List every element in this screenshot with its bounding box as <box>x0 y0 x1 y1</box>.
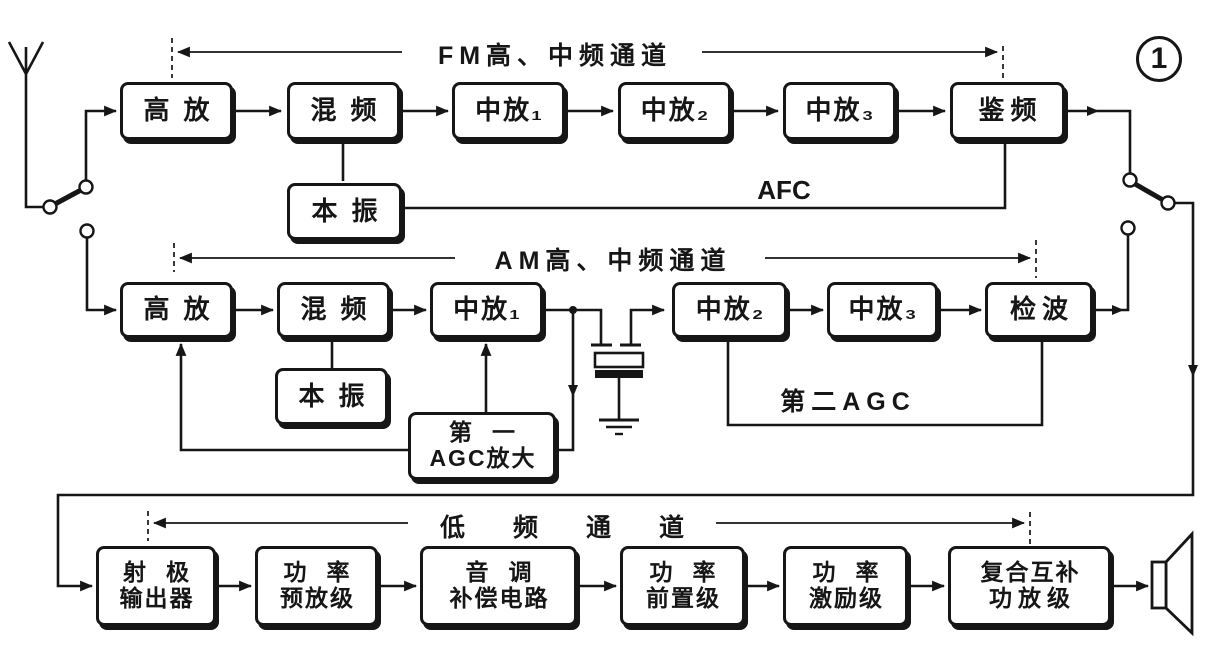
block-fm-local-oscillator: 本振 <box>287 183 402 240</box>
agc2-loop <box>726 338 1044 427</box>
switch-pole-dot <box>1160 195 1176 211</box>
switch-contact-am-dot <box>79 223 95 239</box>
block-fm-detector: 鉴频 <box>950 82 1065 140</box>
afc-label: AFC <box>757 174 811 205</box>
wire-agc1-input <box>559 310 575 452</box>
block-power-preamp: 功率 预放级 <box>255 546 378 626</box>
switch-blade <box>53 187 83 207</box>
switch-contact-am-dot <box>1120 220 1136 236</box>
block-am-if1: 中放₁ <box>430 282 543 338</box>
ground-icon <box>599 418 639 436</box>
block-fm-if2: 中放₂ <box>618 82 731 140</box>
am-channel-label: AM高、中频通道 <box>455 242 765 276</box>
wire-fm-det-output <box>1065 109 1132 173</box>
arrowhead <box>1188 365 1198 377</box>
arrowhead <box>1087 106 1099 116</box>
wire-agc1-to-rf <box>175 342 408 452</box>
wire-filter-to-if2 <box>629 304 666 345</box>
block-am-detector: 检波 <box>985 282 1093 338</box>
wire-switch-to-am-rf <box>85 238 118 316</box>
fm-channel-label: FM高、中频通道 <box>402 37 702 71</box>
block-fm-if3: 中放₃ <box>783 82 896 140</box>
block-tone-compensation: 音调 补偿电路 <box>420 546 577 626</box>
block-am-mixer: 混频 <box>277 282 390 338</box>
switch-contact-fm-dot <box>78 179 94 195</box>
wire-audio-feed <box>56 201 1195 592</box>
band-switch-output <box>1120 172 1176 236</box>
block-power-driver-stage: 功率 激励级 <box>783 546 908 626</box>
antenna-icon <box>7 41 45 209</box>
block-fm-if1: 中放₁ <box>452 82 565 140</box>
wire-am-if1-out <box>543 308 603 345</box>
agc2-label: 第二AGC <box>780 388 916 416</box>
block-power-front-stage: 功率 前置级 <box>620 546 745 626</box>
block-am-if2: 中放₂ <box>672 282 787 338</box>
switch-contact-fm-dot <box>1122 172 1138 188</box>
signal-wires <box>56 105 1198 592</box>
block-am-rf-amp: 高放 <box>120 282 233 338</box>
ceramic-filter-icon <box>591 343 645 436</box>
wire-switch-to-fm-rf <box>84 105 118 180</box>
switch-pole-dot <box>42 199 58 215</box>
block-fm-rf-amp: 高放 <box>120 82 233 140</box>
block-agc1-amp: 第一 AGC放大 <box>408 412 556 480</box>
figure-number-badge: 1 <box>1136 36 1182 82</box>
lf-channel-label: 低频通道 <box>408 508 716 544</box>
arrowhead <box>1112 305 1124 315</box>
speaker-icon <box>1150 530 1194 637</box>
block-complementary-power-amp: 复合互补 功放级 <box>948 546 1111 626</box>
band-switch-input <box>42 105 118 316</box>
block-emitter-follower: 射极 输出器 <box>96 546 216 626</box>
arrowhead <box>568 385 578 397</box>
block-fm-mixer: 混频 <box>287 82 400 140</box>
block-am-local-oscillator: 本振 <box>275 368 388 425</box>
wire-am-det-output <box>1093 235 1130 312</box>
afc-line <box>404 140 1007 210</box>
block-am-if3: 中放₃ <box>827 282 938 338</box>
switch-blade <box>1133 181 1165 203</box>
figure-number: 1 <box>1150 42 1168 75</box>
